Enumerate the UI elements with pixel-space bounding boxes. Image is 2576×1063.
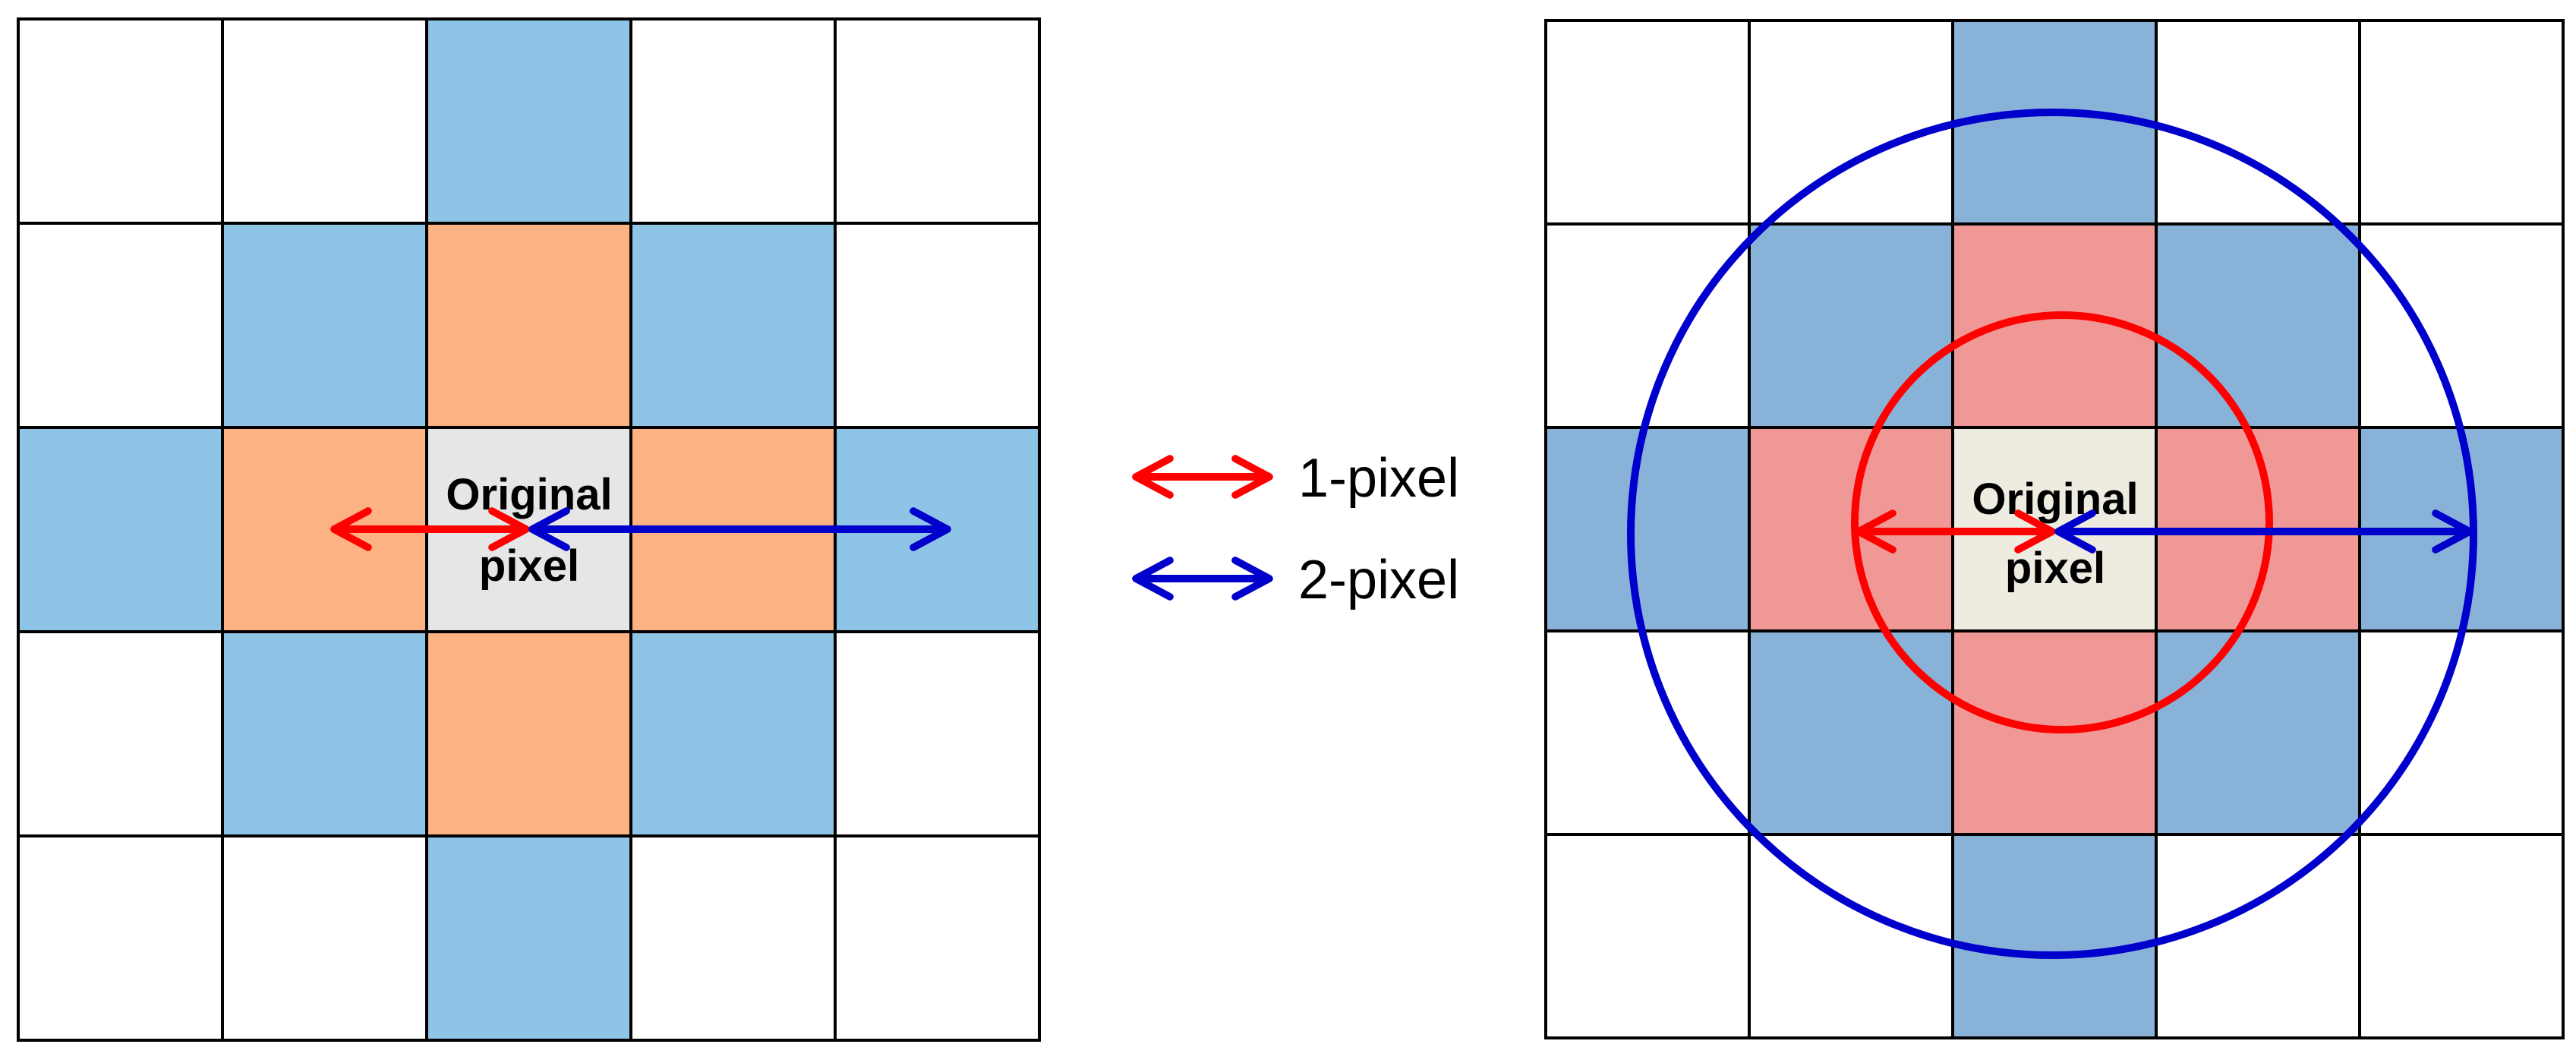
- right-grid-cell-empty: [1544, 19, 1751, 226]
- legend: 1-pixel 2-pixel: [1132, 448, 1459, 610]
- left-grid-cell-empty: [629, 834, 837, 1042]
- left-center-label-line2: pixel: [479, 541, 579, 591]
- right-grid-cell-empty: [2358, 19, 2565, 226]
- right-grid-cell-ring2: [1951, 19, 2158, 226]
- left-grid-cell-empty: [834, 834, 1041, 1042]
- left-grid-cell-ring2: [17, 426, 224, 633]
- left-grid-cell-empty: [17, 834, 224, 1042]
- left-grid-cell-empty: [629, 17, 837, 225]
- right-grid-cell-empty: [2155, 19, 2361, 226]
- right-grid-cell-ring2: [1951, 833, 2158, 1039]
- right-grid-cell-ring2: [1544, 426, 1751, 632]
- left-grid-cells: [17, 17, 1041, 1042]
- left-grid-cell-ring2: [221, 630, 428, 837]
- right-grid-cell-ring2: [1748, 629, 1954, 836]
- two-pixel-radius-circle: [1627, 109, 2477, 959]
- left-grid-cell-empty: [834, 222, 1041, 429]
- left-grid-cell-ring2: [629, 222, 837, 429]
- left-grid-cell-ring1: [425, 630, 632, 837]
- right-grid-cell-empty: [1544, 833, 1751, 1039]
- right-center-label-line1: Original: [1972, 475, 2138, 524]
- right-grid-cell-empty: [2358, 629, 2565, 836]
- legend-two-pixel-label: 2-pixel: [1298, 550, 1459, 610]
- right-grid-cell-ring2: [2155, 222, 2361, 429]
- left-grid-cell-ring2: [629, 630, 837, 837]
- left-grid-cell-empty: [17, 17, 224, 225]
- right-grid-cell-ring2: [2155, 629, 2361, 836]
- left-grid-panel: Original pixel: [17, 17, 1041, 1042]
- left-grid-cell-empty: [221, 17, 428, 225]
- right-center-label-line2: pixel: [2005, 544, 2105, 593]
- left-center-label-line1: Original: [446, 470, 612, 519]
- left-grid-cell-ring1: [425, 222, 632, 429]
- right-grid-panel: Original pixel: [1544, 19, 2565, 1039]
- left-grid-cell-empty: [834, 17, 1041, 225]
- right-grid-cell-ring2: [1748, 222, 1954, 429]
- right-grid-cell-empty: [2155, 833, 2361, 1039]
- left-grid-cell-ring2: [425, 834, 632, 1042]
- left-grid-cell-ring2: [425, 17, 632, 225]
- legend-one-pixel-label: 1-pixel: [1298, 448, 1459, 509]
- left-grid-cell-ring2: [221, 222, 428, 429]
- left-grid-cell-empty: [834, 630, 1041, 837]
- right-grid-cell-empty: [1748, 19, 1954, 226]
- right-grid-cell-empty: [2358, 833, 2565, 1039]
- left-grid-cell-empty: [17, 630, 224, 837]
- left-grid-cell-empty: [221, 834, 428, 1042]
- right-grid-cell-empty: [1544, 629, 1751, 836]
- right-grid-cells: [1544, 19, 2565, 1039]
- right-grid-cell-empty: [2358, 222, 2565, 429]
- right-grid-cell-empty: [1544, 222, 1751, 429]
- left-grid-cell-empty: [17, 222, 224, 429]
